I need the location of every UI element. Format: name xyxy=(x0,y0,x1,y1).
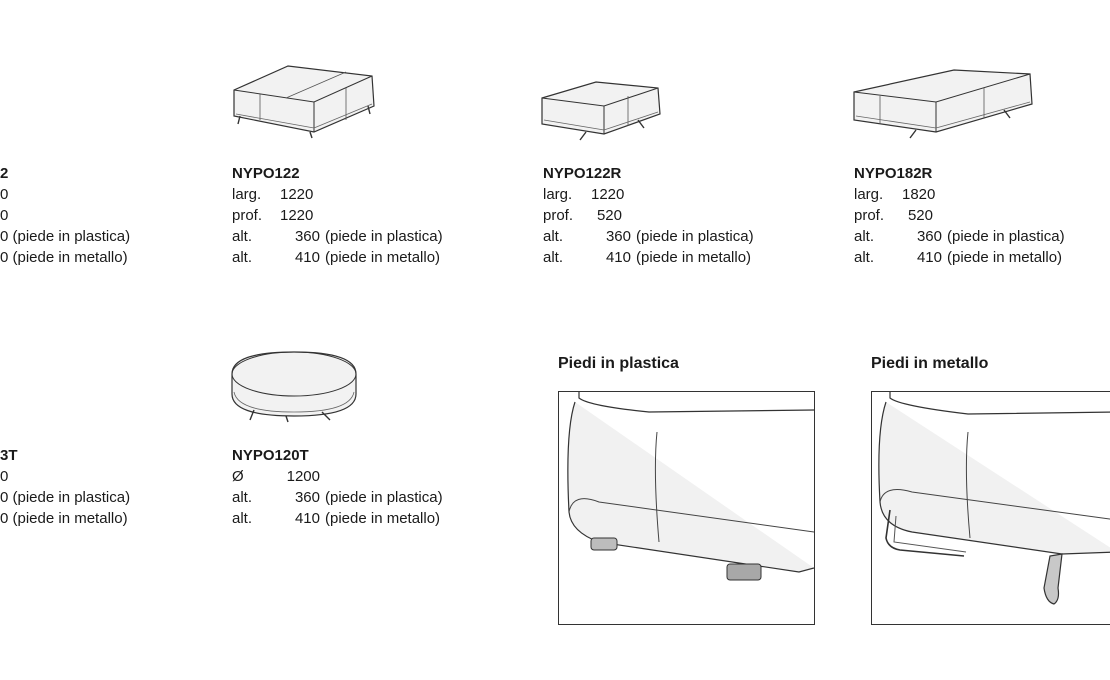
ottoman-square-illustration xyxy=(233,65,375,139)
spec-note: (piede in metallo) xyxy=(325,249,441,266)
product-code: 3T xyxy=(0,447,18,464)
spec-row: 0 (piede in metallo) xyxy=(0,249,128,266)
spec-value: 1220 xyxy=(591,186,625,203)
metal-feet-detail xyxy=(871,391,1110,625)
spec-value: 360 xyxy=(294,228,320,245)
spec-row: Ø 1200 xyxy=(232,466,443,487)
spec-label: alt. xyxy=(232,510,253,527)
spec-note: (piede in plastica) xyxy=(325,228,443,245)
spec-row: larg. 1220 xyxy=(543,184,754,205)
ottoman-long-illustration xyxy=(853,69,1033,139)
spec-label: alt. xyxy=(232,489,253,506)
cut-product-top: 2 0 0 0 (piede in plastica) 0 (piede in … xyxy=(0,164,130,268)
spec-label: alt. xyxy=(543,249,564,266)
spec-row: alt. 410 (piede in metallo) xyxy=(232,508,443,529)
spec-value: 360 xyxy=(916,228,942,245)
spec-row: alt. 410 (piede in metallo) xyxy=(232,247,443,268)
spec-label: alt. xyxy=(854,228,875,245)
spec-note: (piede in plastica) xyxy=(636,228,754,245)
metal-foot-illustration xyxy=(878,392,1110,605)
spec-row: alt. 360 (piede in plastica) xyxy=(232,226,443,247)
spec-row: larg. 1820 xyxy=(854,184,1065,205)
spec-value: 410 xyxy=(605,249,631,266)
spec-label: alt. xyxy=(543,228,564,245)
spec-label: prof. xyxy=(854,207,885,224)
spec-label: prof. xyxy=(232,207,263,224)
spec-label: larg. xyxy=(232,186,262,203)
spec-value: 360 xyxy=(605,228,631,245)
spec-value: 410 xyxy=(916,249,942,266)
spec-row: alt. 360 (piede in plastica) xyxy=(543,226,754,247)
metal-feet-caption: Piedi in metallo xyxy=(871,355,989,372)
cut-product-bottom: 3T 0 0 (piede in plastica) 0 (piede in m… xyxy=(0,446,130,529)
product-code: 2 xyxy=(0,165,9,182)
spec-row: 0 (piede in plastica) xyxy=(0,228,131,245)
spec-value: 1820 xyxy=(902,186,936,203)
product-code: NYPO120T xyxy=(232,447,309,464)
spec-row: 0 (piede in plastica) xyxy=(0,489,131,506)
spec-label: larg. xyxy=(854,186,884,203)
spec-row: alt. 410 (piede in metallo) xyxy=(854,247,1065,268)
product-code: NYPO182R xyxy=(854,165,933,182)
spec-value: 520 xyxy=(907,207,933,224)
product-nypo182r: NYPO182R larg. 1820 prof. 520 alt. 360 (pied… xyxy=(854,164,1065,268)
product-nypo122: NYPO122 larg. 1220 prof. 1220 alt. 360 (pied… xyxy=(232,164,443,268)
spec-row: 0 xyxy=(0,468,9,485)
ottoman-round-illustration xyxy=(231,351,357,423)
spec-row: alt. 410 (piede in metallo) xyxy=(543,247,754,268)
spec-row: prof. 520 xyxy=(854,205,1065,226)
spec-row: 0 xyxy=(0,186,9,203)
spec-label: alt. xyxy=(232,228,253,245)
product-code: NYPO122 xyxy=(232,165,300,182)
spec-label: Ø xyxy=(232,468,244,485)
plastic-feet-detail xyxy=(558,391,815,625)
product-nypo122r: NYPO122R larg. 1220 prof. 520 alt. 360 (pied… xyxy=(543,164,754,268)
spec-row: larg. 1220 xyxy=(232,184,443,205)
spec-label: larg. xyxy=(543,186,573,203)
plastic-feet-caption: Piedi in plastica xyxy=(558,355,679,372)
spec-label: alt. xyxy=(232,249,253,266)
spec-label: prof. xyxy=(543,207,574,224)
spec-value: 1200 xyxy=(286,468,320,485)
spec-row: prof. 1220 xyxy=(232,205,443,226)
spec-row: prof. 520 xyxy=(543,205,754,226)
spec-value: 1220 xyxy=(280,186,314,203)
plastic-foot-illustration xyxy=(567,392,814,581)
spec-value: 410 xyxy=(294,249,320,266)
spec-value: 360 xyxy=(294,489,320,506)
spec-label: alt. xyxy=(854,249,875,266)
spec-row: 0 xyxy=(0,207,9,224)
product-code: NYPO122R xyxy=(543,165,622,182)
spec-note: (piede in metallo) xyxy=(947,249,1063,266)
spec-value: 410 xyxy=(294,510,320,527)
spec-note: (piede in metallo) xyxy=(636,249,752,266)
spec-value: 520 xyxy=(596,207,622,224)
spec-note: (piede in plastica) xyxy=(947,228,1065,245)
spec-row: 0 (piede in metallo) xyxy=(0,510,128,527)
spec-row: alt. 360 (piede in plastica) xyxy=(232,487,443,508)
spec-note: (piede in plastica) xyxy=(325,489,443,506)
spec-note: (piede in metallo) xyxy=(325,510,441,527)
product-nypo120t: NYPO120T Ø 1200 alt. 360 (piede in plastica… xyxy=(232,446,443,529)
spec-value: 1220 xyxy=(280,207,314,224)
ottoman-rectangular-illustration xyxy=(541,81,661,141)
spec-row: alt. 360 (piede in plastica) xyxy=(854,226,1065,247)
